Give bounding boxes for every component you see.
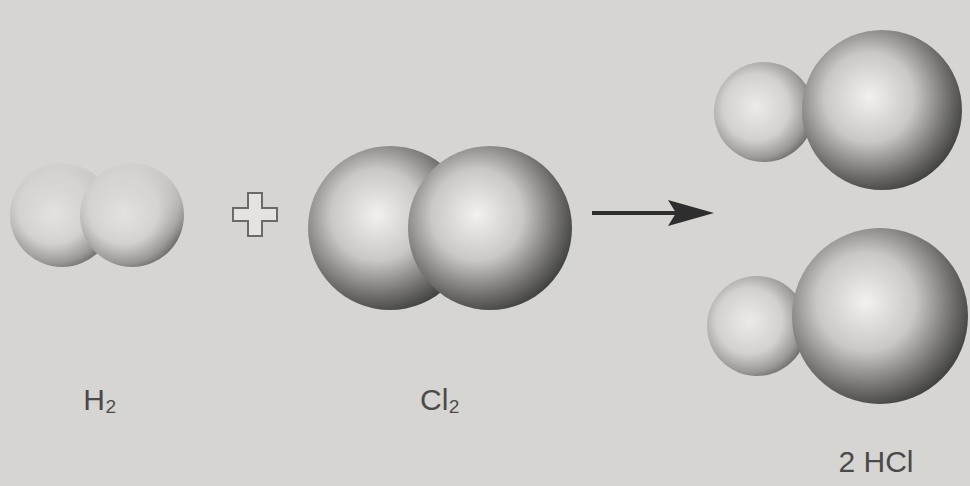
reaction-arrow xyxy=(592,200,714,226)
hcl-molecule xyxy=(707,228,968,404)
plus-symbol xyxy=(233,193,277,236)
h2-molecule xyxy=(0,150,200,267)
cl2-molecule xyxy=(308,146,572,310)
molecule-label: Cl₂ xyxy=(420,385,460,415)
molecule-label: 2 HCl xyxy=(838,447,913,477)
molecule-label: H₂ xyxy=(83,385,116,415)
hcl-molecule xyxy=(714,30,962,190)
